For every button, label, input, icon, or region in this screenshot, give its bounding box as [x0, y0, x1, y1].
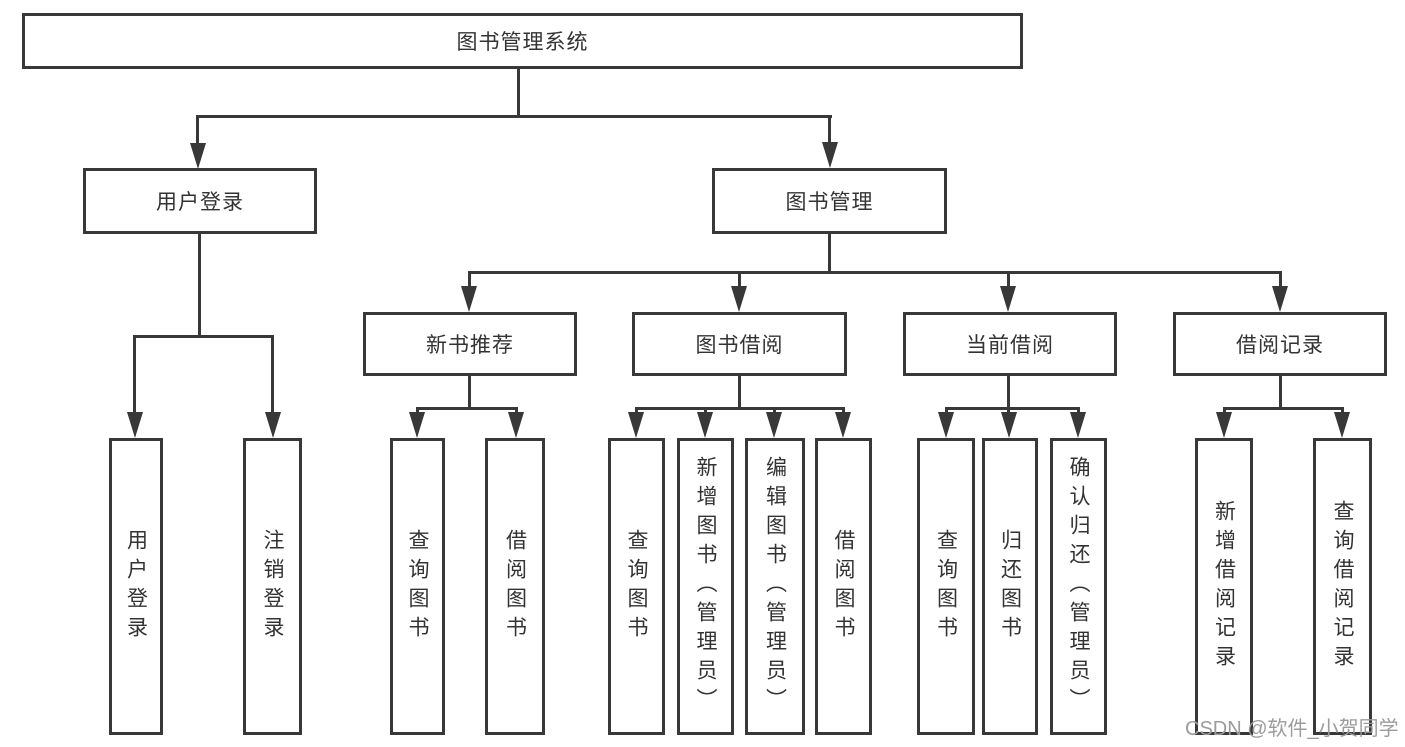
arrowhead-down: [1272, 286, 1288, 312]
connector-book-mgmt-stem: [828, 234, 831, 271]
leaf-query-books-current: 查询图书: [917, 438, 975, 735]
connector-current-borrow-stem: [1007, 376, 1010, 407]
connector-drop-leaf: [842, 407, 845, 415]
arrowhead-down: [265, 412, 281, 438]
arrowhead-down: [190, 143, 206, 169]
arrowhead-down: [1000, 286, 1016, 312]
connector-drop-leaf: [635, 407, 638, 415]
connector-drop-leaf: [1341, 407, 1344, 415]
connector-root-bar: [196, 115, 832, 118]
connector-drop-book-borrow: [738, 271, 741, 289]
arrowhead-down: [697, 412, 713, 438]
node-book-management: 图书管理: [712, 168, 947, 234]
connector-drop-user-login: [196, 115, 199, 145]
connector-book-borrow-stem: [738, 376, 741, 407]
leaf-query-books-recommend: 查询图书: [390, 438, 445, 735]
connector-user-login-stem: [198, 234, 201, 335]
leaf-return-books: 归还图书: [982, 438, 1038, 735]
arrowhead-down: [766, 412, 782, 438]
connector-drop-leaf: [773, 407, 776, 415]
arrowhead-down: [628, 412, 644, 438]
connector-drop-leaf: [1077, 407, 1080, 415]
arrowhead-down: [508, 412, 524, 438]
connector-drop-new-book: [468, 271, 471, 289]
connector-drop-logout-leaf: [271, 335, 274, 412]
arrowhead-down: [461, 286, 477, 312]
connector-root-stem: [517, 69, 520, 117]
connector-drop-leaf: [1223, 407, 1226, 415]
leaf-query-books-borrow: 查询图书: [608, 438, 665, 735]
connector-user-login-bar: [133, 335, 274, 338]
leaf-user-login: 用户登录: [109, 438, 163, 735]
leaf-edit-books-admin: 编辑图书（管理员）: [745, 438, 805, 735]
node-current-borrow: 当前借阅: [903, 312, 1117, 376]
connector-drop-current-borrow: [1007, 271, 1010, 289]
connector-drop-leaf: [1007, 407, 1010, 415]
connector-borrow-records-stem: [1279, 376, 1282, 407]
connector-drop-leaf: [704, 407, 707, 415]
arrowhead-down: [127, 412, 143, 438]
connector-current-borrow-bar: [945, 407, 1080, 410]
node-library-management-system: 图书管理系统: [22, 13, 1023, 69]
connector-drop-leaf: [515, 407, 518, 415]
leaf-logout: 注销登录: [243, 438, 302, 735]
arrowhead-down: [1070, 412, 1086, 438]
connector-new-book-stem: [468, 376, 471, 407]
leaf-borrow-books-recommend: 借阅图书: [485, 438, 545, 735]
connector-new-book-bar: [416, 407, 518, 410]
leaf-add-borrow-record: 新增借阅记录: [1195, 438, 1253, 735]
arrowhead-down: [835, 412, 851, 438]
node-user-login: 用户登录: [83, 168, 317, 234]
connector-drop-leaf: [416, 407, 419, 415]
connector-drop-borrow-records: [1279, 271, 1282, 289]
leaf-confirm-return-admin: 确认归还（管理员）: [1050, 438, 1107, 735]
connector-drop-book-management: [828, 115, 831, 145]
csdn-watermark: CSDN @软件_小贺同学: [1185, 718, 1399, 740]
arrowhead-down: [731, 286, 747, 312]
connector-book-mgmt-bar: [468, 271, 1282, 274]
node-borrow-records: 借阅记录: [1173, 312, 1387, 376]
connector-book-borrow-bar: [635, 407, 845, 410]
connector-drop-login-leaf: [133, 335, 136, 412]
leaf-borrow-books: 借阅图书: [815, 438, 872, 735]
connector-drop-leaf: [945, 407, 948, 415]
arrowhead-down: [1216, 412, 1232, 438]
arrowhead-down: [1334, 412, 1350, 438]
node-new-book-recommend: 新书推荐: [363, 312, 577, 376]
leaf-add-books-admin: 新增图书（管理员）: [677, 438, 734, 735]
node-book-borrow: 图书借阅: [632, 312, 847, 376]
arrowhead-down: [1001, 412, 1017, 438]
arrowhead-down: [822, 142, 838, 168]
connector-borrow-records-bar: [1223, 407, 1344, 410]
arrowhead-down: [409, 412, 425, 438]
leaf-query-borrow-record: 查询借阅记录: [1313, 438, 1372, 735]
arrowhead-down: [938, 412, 954, 438]
